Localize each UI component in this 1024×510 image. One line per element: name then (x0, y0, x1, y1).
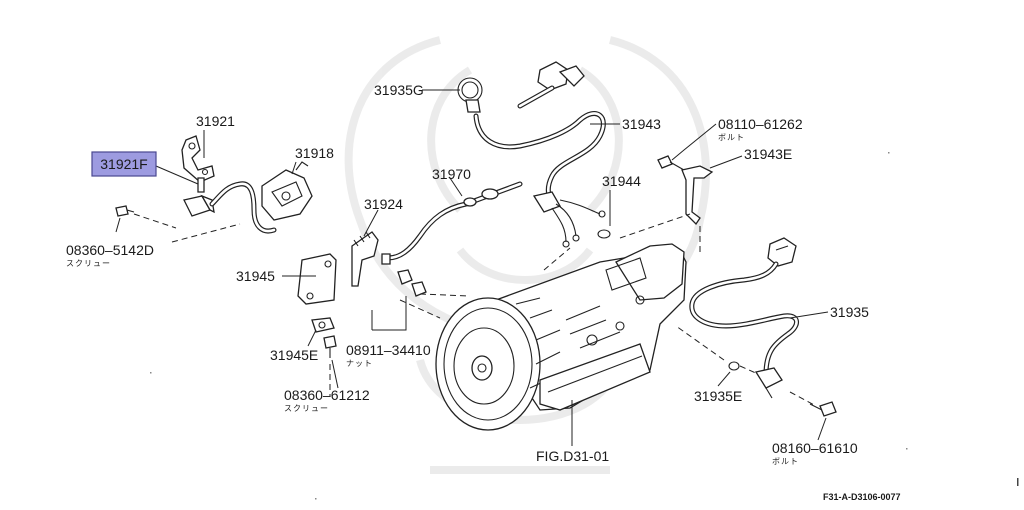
callout-31918[interactable]: 31918 (295, 145, 334, 161)
callout-08360-5142D-sub: スクリュー (66, 259, 111, 268)
scan-marks (150, 152, 1019, 500)
speed-sensor-31935 (754, 367, 783, 399)
oring-31935E (728, 361, 740, 371)
callout-31944[interactable]: 31944 (602, 173, 641, 189)
shift-lever-31921 (181, 135, 215, 183)
connector-31943 (517, 61, 585, 109)
cable-31970 (381, 181, 523, 265)
clamp-31935G (457, 77, 483, 113)
bracket-31943E (681, 165, 714, 226)
callout-08360-61212[interactable]: 08360–61212 (284, 387, 370, 403)
callout-08360-61212-sub: スクリュー (284, 404, 329, 413)
connector-block (183, 194, 215, 217)
fig-reference-label[interactable]: FIG.D31-01 (536, 448, 609, 464)
callout-31921F[interactable]: 31921F (100, 156, 147, 172)
drawing-code: F31-A-D3106-0077 (823, 492, 901, 502)
washer-31945E (311, 317, 335, 333)
callout-31943[interactable]: 31943 (622, 116, 661, 132)
sub-harness-wires (532, 191, 606, 248)
highlight-box (91, 151, 157, 177)
highlight-callout-31921F[interactable]: 31921F (91, 151, 157, 177)
callout-31935[interactable]: 31935 (830, 304, 869, 320)
callout-31970[interactable]: 31970 (432, 166, 471, 182)
callout-31943E[interactable]: 31943E (744, 146, 792, 162)
nuts-08911-34410 (397, 269, 427, 297)
callout-08360-5142D[interactable]: 08360–5142D (66, 242, 154, 258)
callout-31924[interactable]: 31924 (364, 196, 403, 212)
callout-08160-61610-sub: ボルト (772, 457, 799, 466)
callout-31945[interactable]: 31945 (236, 268, 275, 284)
oring-31944 (597, 229, 611, 239)
callout-08110-61262-sub: ボルト (718, 133, 745, 142)
bracket-31945 (297, 253, 337, 305)
connector-31935 (767, 237, 797, 267)
callout-08911-34410-sub: ナット (346, 359, 373, 368)
callout-08160-61610[interactable]: 08160–61610 (772, 440, 858, 456)
inhibitor-switch-31918 (261, 161, 313, 221)
callout-08911-34410[interactable]: 08911–34410 (346, 342, 431, 358)
callout-31945E[interactable]: 31945E (270, 347, 318, 363)
bolt-08110-61262 (657, 155, 685, 171)
harness-31935-cable (689, 261, 799, 377)
sector-31924 (351, 231, 379, 287)
harness-31918-cable (209, 181, 277, 234)
leader-lines (115, 89, 829, 446)
bolt-08160-61610 (809, 401, 837, 417)
harness-31943-cable (473, 111, 606, 205)
callout-08110-61262[interactable]: 08110–61262 (718, 116, 803, 132)
screw-08360-61212 (323, 335, 337, 358)
callout-labels: 31921 31918 08360–5142D スクリュー 31935G 319… (66, 82, 901, 502)
callout-31935E[interactable]: 31935E (694, 388, 742, 404)
callout-31921[interactable]: 31921 (196, 113, 235, 129)
screw-08360-5142D (115, 205, 135, 217)
transmission-assembly (435, 243, 687, 431)
clip-31921F (197, 177, 205, 193)
callout-31935G[interactable]: 31935G (374, 82, 424, 98)
